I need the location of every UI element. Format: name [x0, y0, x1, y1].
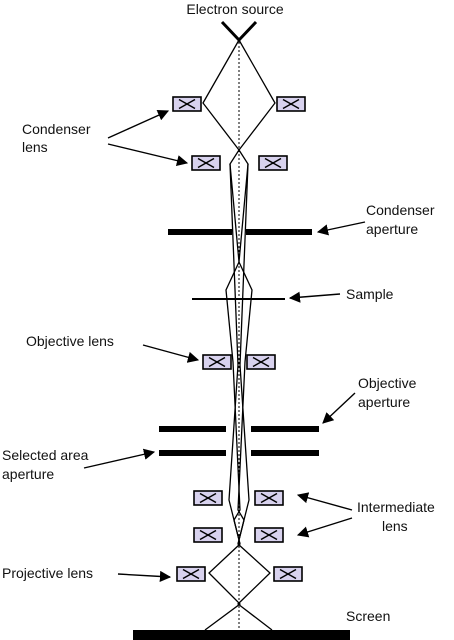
- intermediate-lens-lower-left-icon: [193, 527, 223, 543]
- arrow-icon: [142, 344, 200, 363]
- arrow-icon: [296, 517, 353, 538]
- pointer-arrows: [83, 110, 366, 583]
- label-condenser-aperture-line1: Condenser: [366, 202, 435, 218]
- objective-lens-left-icon: [202, 354, 232, 370]
- condenser-lens-upper-left-icon: [172, 96, 202, 112]
- arrow-icon: [117, 570, 172, 583]
- condenser-lens-upper-right-icon: [276, 96, 306, 112]
- screen-plate: [133, 630, 350, 640]
- label-condenser-lens-line1: Condenser: [22, 121, 91, 137]
- arrow-icon: [107, 143, 189, 167]
- projective-lens-right-icon: [273, 566, 303, 582]
- label-screen: Screen: [346, 608, 390, 624]
- projective-lens-left-icon: [176, 566, 206, 582]
- arrow-icon: [296, 492, 353, 511]
- label-sample: Sample: [346, 286, 394, 302]
- objective-lens-right-icon: [246, 354, 276, 370]
- label-selected-area-line1: Selected area: [2, 447, 89, 463]
- arrow-icon: [288, 291, 341, 303]
- label-projective-lens: Projective lens: [2, 565, 93, 581]
- intermediate-lens-upper-left-icon: [193, 490, 223, 506]
- ray-paths: [202, 39, 276, 631]
- arrow-icon: [316, 221, 366, 236]
- label-condenser-aperture-line2: aperture: [366, 221, 418, 237]
- intermediate-lens-upper-right-icon: [254, 490, 284, 506]
- electron-source-icon: [220, 20, 258, 43]
- arrow-icon: [83, 448, 156, 469]
- condenser-lens-lower-right-icon: [258, 155, 288, 171]
- label-intermediate-lens-line1: Intermediate: [357, 499, 435, 515]
- label-objective-aperture-line1: Objective: [358, 375, 417, 391]
- arrow-icon: [322, 392, 356, 424]
- intermediate-lens-lower-right-icon: [254, 527, 284, 543]
- condenser-lens-lower-left-icon: [191, 155, 221, 171]
- label-intermediate-lens-line2: lens: [382, 518, 408, 534]
- label-selected-area-line2: aperture: [2, 466, 54, 482]
- label-objective-aperture-line2: aperture: [358, 394, 410, 410]
- label-electron-source: Electron source: [186, 1, 283, 17]
- label-condenser-lens-line2: lens: [22, 139, 48, 155]
- arrow-icon: [107, 110, 170, 139]
- label-objective-lens: Objective lens: [26, 333, 114, 349]
